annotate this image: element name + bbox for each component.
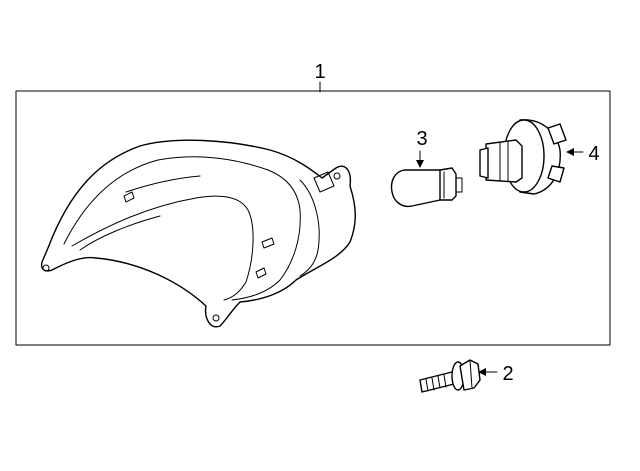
callout-3[interactable]: 3 [416,128,427,150]
callout-3-arrowhead [416,160,424,168]
bulb-icon[interactable] [390,167,463,208]
assembly-frame [15,90,611,346]
bolt-icon[interactable] [419,359,481,393]
callout-4[interactable]: 4 [588,143,599,165]
callout-1[interactable]: 1 [314,61,325,83]
socket-icon[interactable] [479,119,567,195]
callout-4-arrowhead [566,148,574,156]
callout-2-arrowhead [478,368,486,376]
callout-2[interactable]: 2 [502,363,513,385]
lamp-assembly-icon[interactable] [40,139,356,328]
